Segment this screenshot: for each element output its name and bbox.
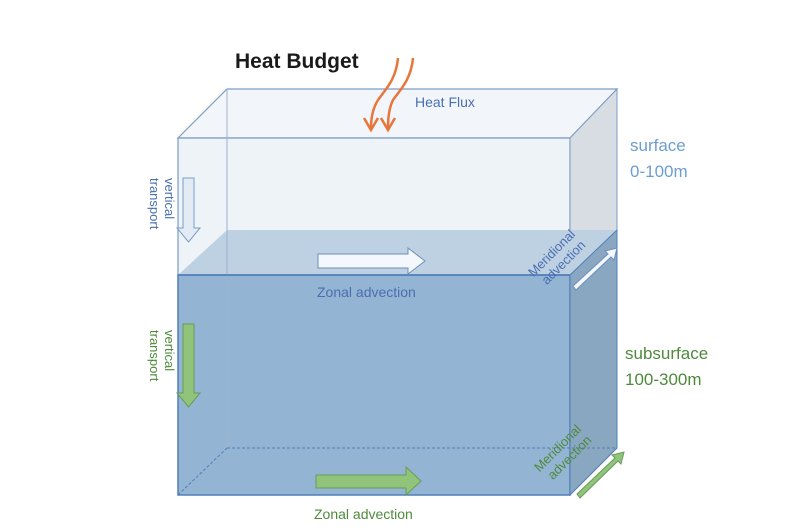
surface-meridional-advection-arrow: [572, 247, 618, 291]
subsurface-front-face: [177, 274, 571, 496]
surface-layer-label: surface 0-100m: [630, 136, 690, 181]
heat-flux-arrows: [362, 57, 415, 133]
water-surface-plane: [178, 230, 617, 275]
diagram-title: Heat Budget: [235, 50, 359, 73]
subsurface-zonal-advection-arrow: [315, 465, 422, 497]
subsurface-zonal-advection-label: Zonal advection: [314, 506, 413, 522]
surface-top-face: [176, 88, 619, 139]
heat-flux-label: Heat Flux: [415, 94, 475, 110]
subsurface-layer-label: subsurface 100-300m: [625, 344, 713, 389]
subsurface-vertical-transport-label: vertical transport: [147, 330, 177, 382]
surface-vertical-transport-label: vertical transport: [147, 178, 177, 230]
subsurface-side-face: [569, 228, 618, 497]
bottom-left-edge: [177, 447, 228, 496]
surface-vertical-transport-arrow: [175, 177, 202, 243]
surface-zonal-advection-label: Zonal advection: [317, 284, 416, 300]
subsurface-meridional-advection-arrow: [576, 451, 625, 499]
surface-zonal-advection-arrow: [317, 246, 426, 276]
subsurface-vertical-transport-arrow: [175, 323, 202, 408]
